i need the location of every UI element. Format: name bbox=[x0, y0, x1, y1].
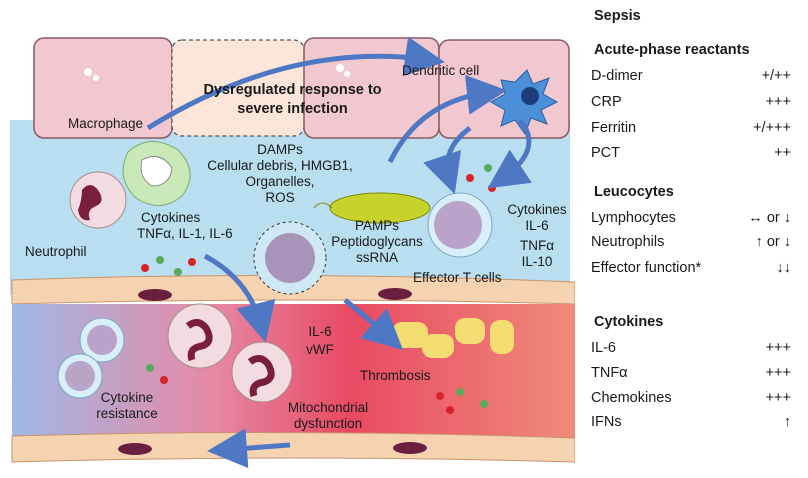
diagram-canvas bbox=[10, 36, 576, 469]
label-cytokines-right: Cytokines IL-6 TNFα IL-10 bbox=[507, 202, 567, 269]
endothelium-bottom bbox=[11, 431, 576, 463]
label-cytokine-resistance: Cytokine resistance bbox=[96, 390, 158, 421]
label-thrombosis: Thrombosis bbox=[360, 368, 431, 383]
section-heading-acute-phase: Acute-phase reactants bbox=[594, 42, 750, 58]
label-il6-vwf: IL-6 vWF bbox=[306, 324, 334, 357]
macrophage-cell bbox=[122, 141, 191, 206]
bacterium-pathogen bbox=[313, 192, 431, 224]
row-ferritin: Ferritin+/+++ bbox=[591, 120, 791, 136]
row-effector-function: Effector function*↓↓ bbox=[591, 260, 791, 276]
row-il-6: IL-6+++ bbox=[591, 340, 791, 356]
row-chemokines: Chemokines+++ bbox=[591, 390, 791, 406]
section-heading-leucocytes: Leucocytes bbox=[594, 184, 674, 200]
lymphocytes-in-vessel bbox=[57, 317, 125, 399]
pathway-arrows bbox=[146, 36, 532, 469]
row-lymphocytes: Lymphocytes↔ or ↓ bbox=[591, 210, 791, 226]
section-heading-cytokines: Cytokines bbox=[594, 314, 664, 330]
label-dendritic-cell: Dendritic cell bbox=[402, 63, 480, 78]
label-effector-t-cells: Effector T cells bbox=[413, 270, 502, 285]
row-crp: CRP+++ bbox=[591, 94, 791, 110]
label-pamps: PAMPs Peptidoglycans ssRNA bbox=[331, 218, 423, 265]
diagram-title: Dysregulated response to severe infectio… bbox=[203, 82, 382, 117]
dendritic-cell bbox=[489, 69, 559, 136]
row-pct: PCT++ bbox=[591, 145, 791, 161]
label-neutrophil: Neutrophil bbox=[25, 244, 87, 259]
sepsis-diagram: Dysregulated response to severe infectio… bbox=[10, 36, 576, 469]
label-macrophage: Macrophage bbox=[68, 116, 144, 131]
neutrophils-in-vessel bbox=[167, 303, 293, 403]
row-ifns: IFNs↑ bbox=[591, 414, 791, 430]
row-d-dimer: D-dimer+/++ bbox=[591, 68, 791, 84]
sepsis-summary-panel: Sepsis Acute-phase reactants D-dimer+/++… bbox=[585, 0, 805, 473]
row-tnfa: TNFα+++ bbox=[591, 365, 791, 381]
dying-cell bbox=[253, 221, 327, 295]
label-cytokines-left: Cytokines TNFα, IL-1, IL-6 bbox=[137, 210, 233, 241]
neutrophil-cell bbox=[69, 171, 127, 229]
row-neutrophils: Neutrophils↑ or ↓ bbox=[591, 234, 791, 250]
effector-t-cell bbox=[427, 192, 493, 258]
label-mitochondrial-dysfunction: Mitochondrial dysfunction bbox=[287, 400, 369, 431]
label-damps: DAMPs Cellular debris, HMGB1, Organelles… bbox=[207, 142, 353, 205]
panel-title: Sepsis bbox=[594, 8, 641, 24]
